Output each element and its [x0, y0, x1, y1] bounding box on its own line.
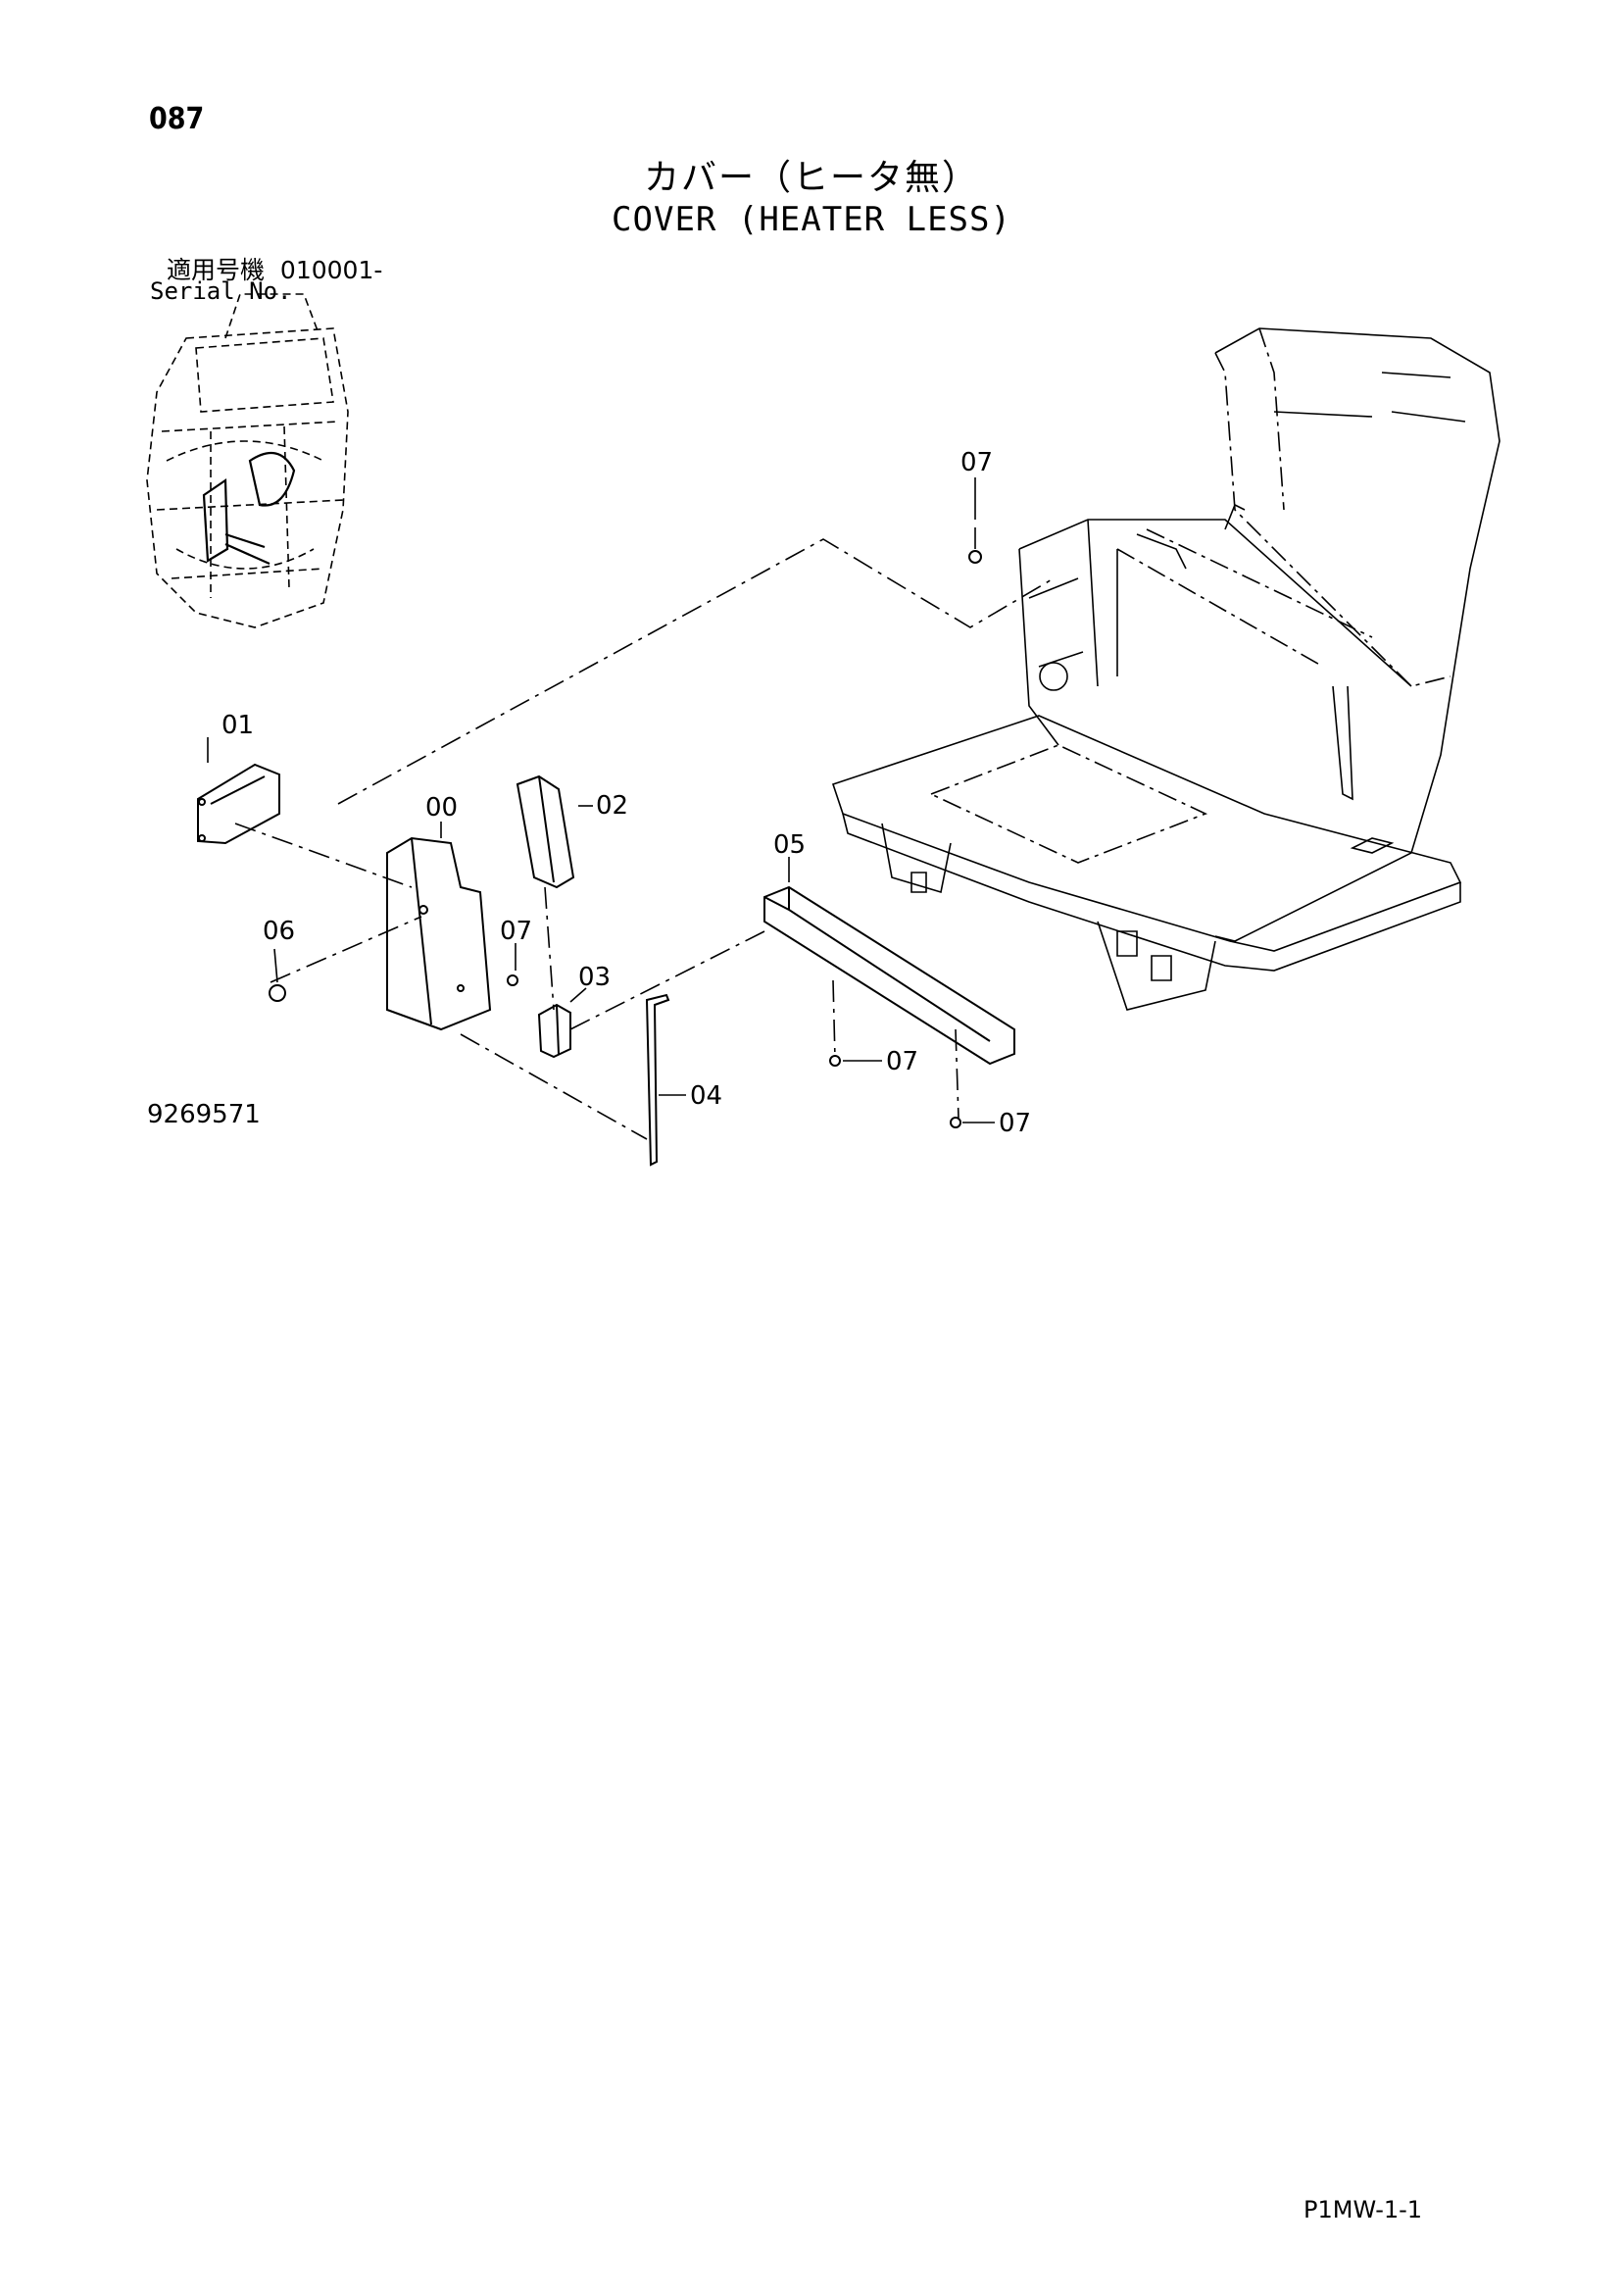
- serial-label-japanese: 適用号機 010001-: [167, 251, 382, 286]
- page-title-english: COVER (HEATER LESS): [612, 200, 1011, 239]
- serial-label-english: Serial No.: [150, 277, 292, 305]
- callout-07-bar-left: 07: [886, 1047, 918, 1076]
- callout-04: 04: [690, 1081, 722, 1111]
- cab-frame: [831, 327, 1500, 1011]
- part-01-plate: [197, 763, 280, 845]
- location-thumbnail: [146, 293, 349, 628]
- thumbnail-highlight: [202, 451, 296, 566]
- hardware-parts: [269, 550, 982, 1128]
- callout-07-bar-right: 07: [999, 1109, 1031, 1138]
- callout-05: 05: [773, 830, 806, 860]
- callout-00: 00: [425, 793, 458, 823]
- callout-07-top: 07: [960, 448, 993, 477]
- part-00-cover: [386, 836, 492, 1031]
- callout-03: 03: [578, 963, 611, 992]
- part-02-pad: [516, 774, 575, 889]
- part-05-bar: [763, 885, 1015, 1066]
- page-number: 087: [149, 102, 205, 136]
- callout-06: 06: [263, 917, 295, 946]
- callout-07-mid: 07: [500, 917, 532, 946]
- callout-02: 02: [596, 791, 628, 821]
- serial-number-value: 010001-: [279, 256, 383, 284]
- part-03-block: [537, 1003, 571, 1059]
- callout-ticks: [207, 477, 995, 1123]
- serial-label-jp-text: 適用号機: [167, 256, 266, 284]
- page-code: P1MW-1-1: [1303, 2196, 1423, 2223]
- part-04-rod: [645, 993, 670, 1167]
- drawing-number: 9269571: [147, 1100, 261, 1129]
- leader-lines: [234, 527, 1055, 1140]
- callout-01: 01: [221, 711, 254, 740]
- page-title-japanese: カバー（ヒータ無）: [643, 158, 979, 198]
